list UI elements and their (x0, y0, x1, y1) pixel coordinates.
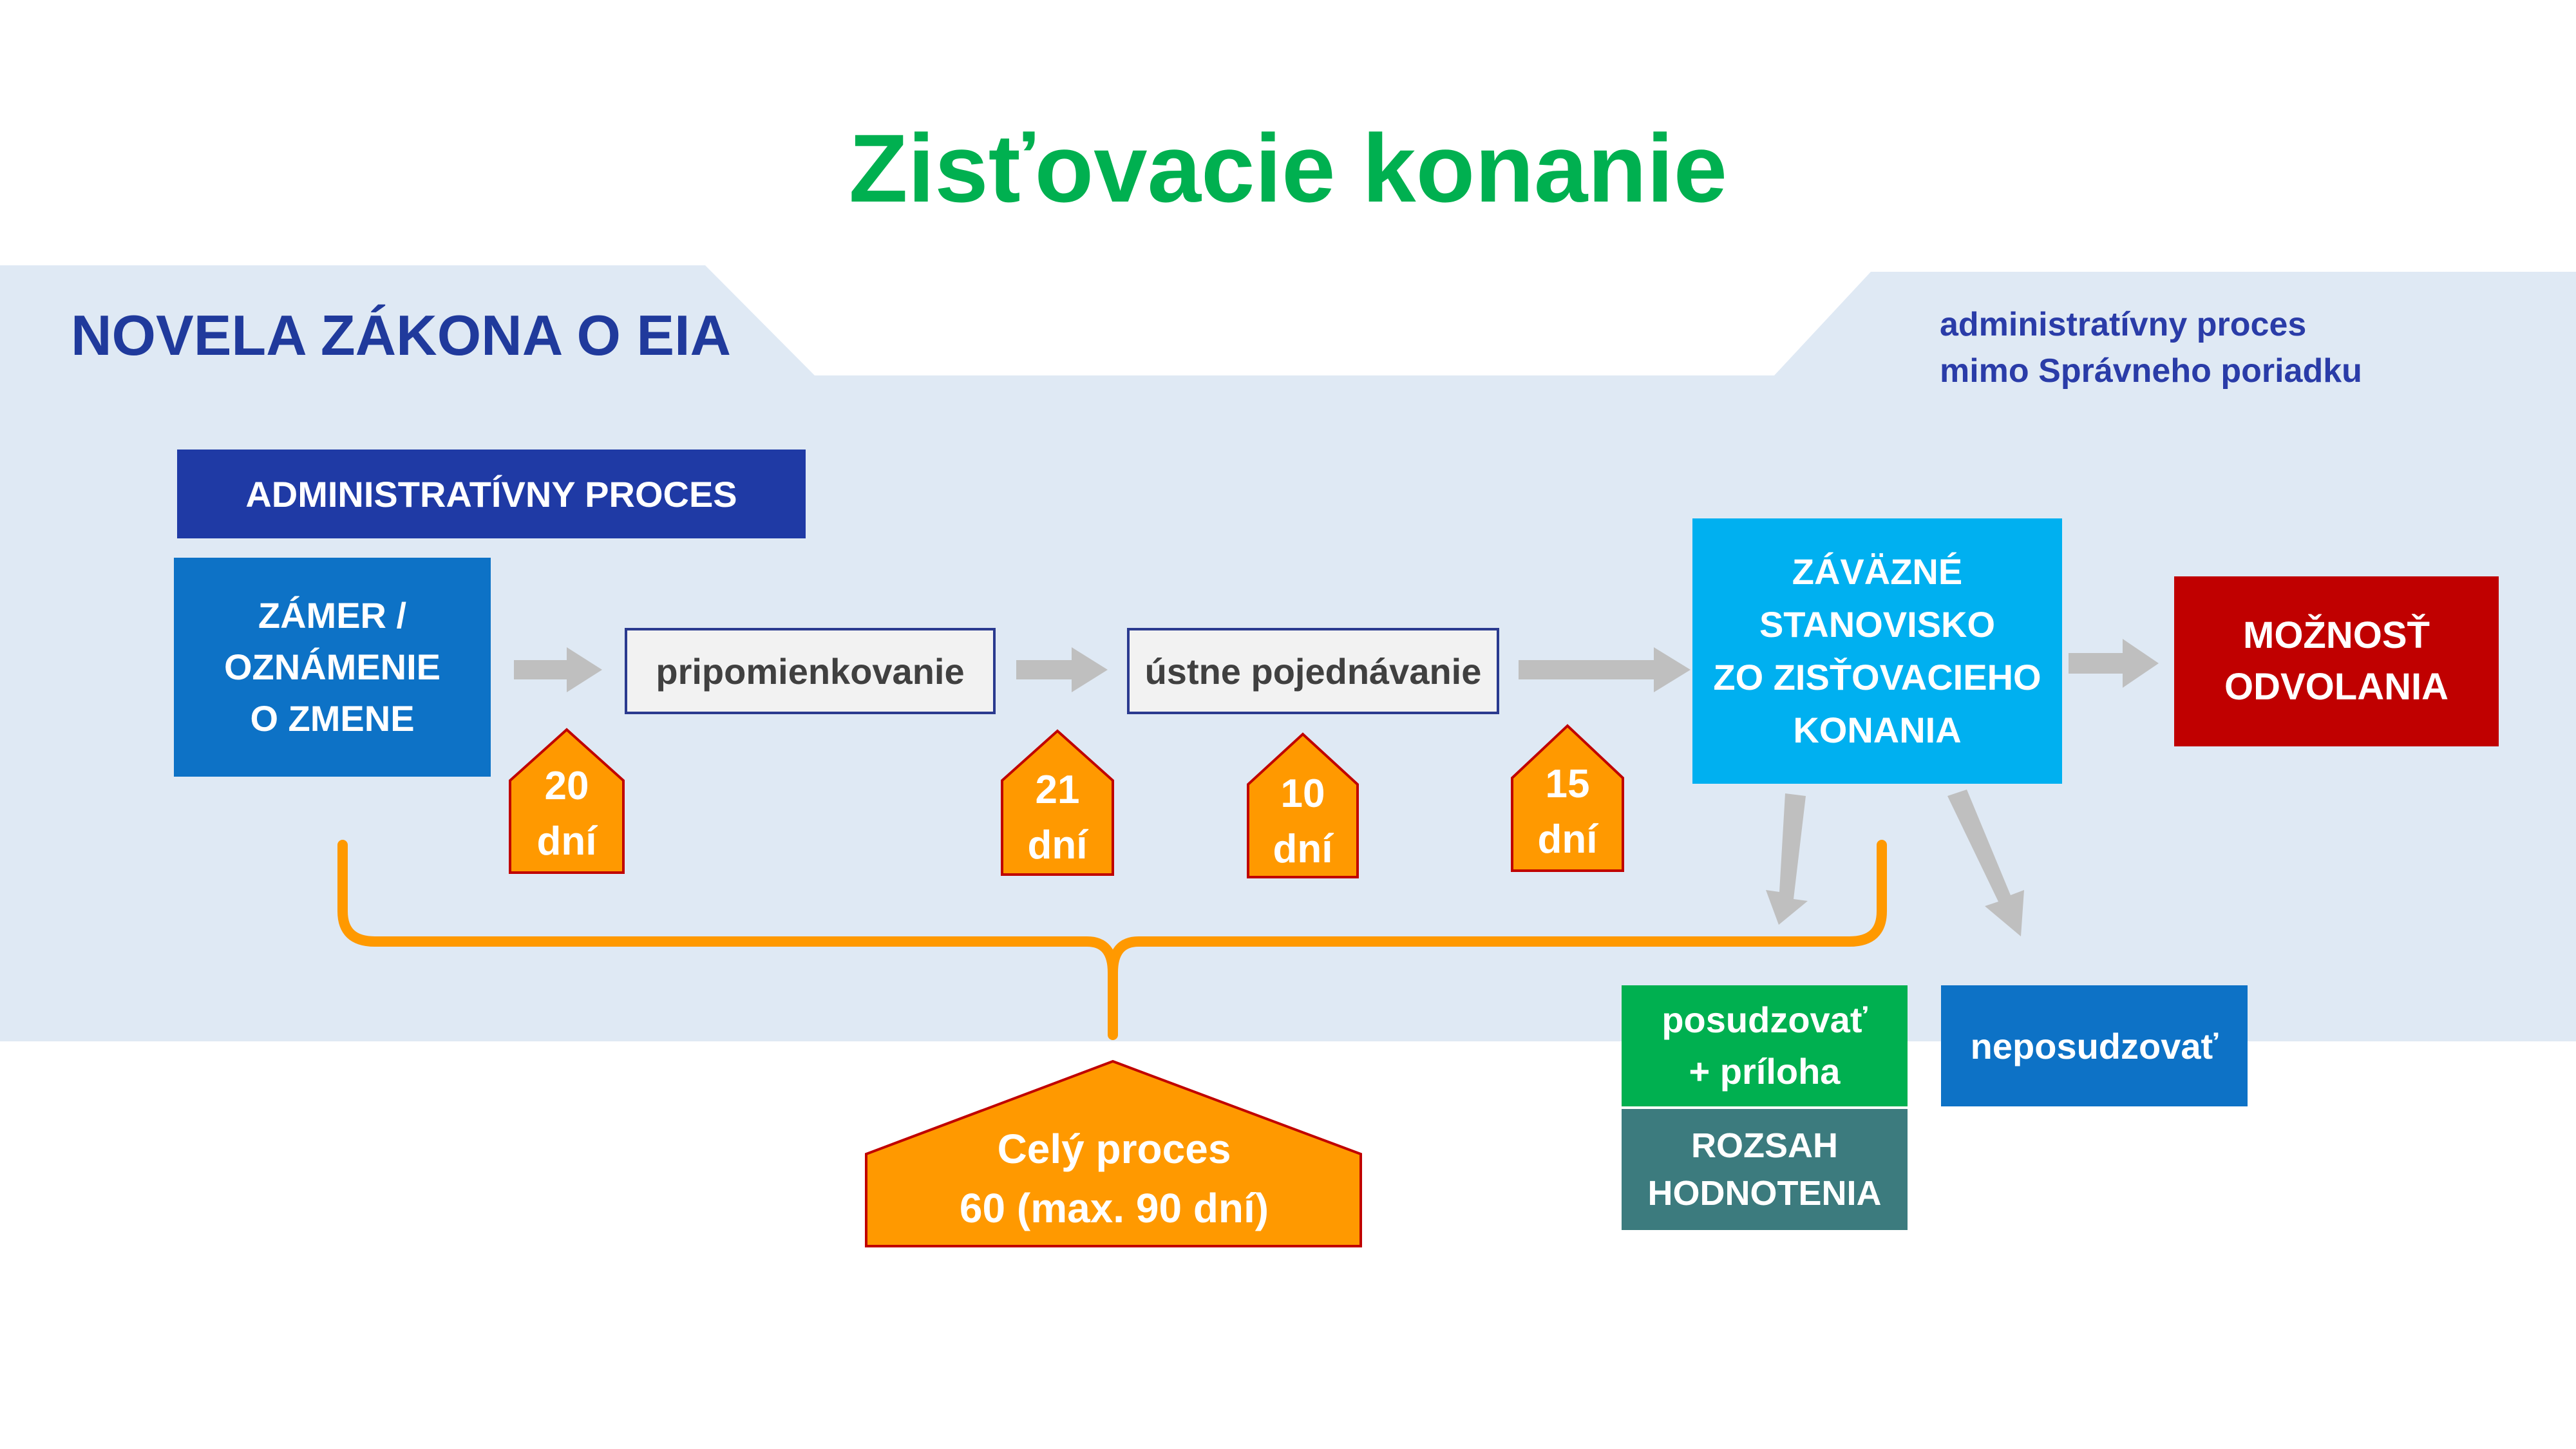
orange-brace (337, 840, 1887, 1040)
day-badge-shape (1001, 729, 1114, 876)
day-badge-shape (1247, 732, 1359, 878)
whole-process-shape (865, 1059, 1362, 1247)
duration-label: 20 dní (536, 764, 597, 864)
outcome-rozsah-hodnotenia: ROZSAH HODNOTENIA (1622, 1109, 1908, 1230)
arrow-right-icon (2069, 639, 2159, 688)
process-note: administratívny proces mimo Správneho po… (1940, 306, 2362, 390)
arrow-right-icon (514, 647, 602, 692)
admin-process-header: ADMINISTRATÍVNY PROCES (177, 450, 806, 538)
arrow-down-right-icon (1947, 790, 2024, 936)
step-zavazne-stanovisko: ZÁVÄZNÉ STANOVISKO ZO ZISŤOVACIEHO KONAN… (1692, 518, 2062, 784)
outcome-posudzovat: posudzovať + príloha (1622, 985, 1908, 1106)
day-badge-shape (509, 728, 625, 874)
step-pripomienkovanie: pripomienkovanie (625, 628, 996, 714)
step-ustne-pojednavanie: ústne pojednávanie (1127, 628, 1499, 714)
arrow-down-left-icon (1766, 793, 1808, 925)
step-moznost-odvolania: MOŽNOSŤ ODVOLANIA (2174, 576, 2499, 746)
day-badge-shape (1511, 724, 1624, 872)
arrow-right-icon (1016, 647, 1108, 692)
duration-label: 10 dní (1273, 772, 1333, 871)
duration-label: 15 dní (1537, 762, 1598, 862)
step-zamer: ZÁMER / OZNÁMENIE O ZMENE (174, 558, 491, 777)
arrow-right-icon (1519, 647, 1690, 692)
whole-process-label: Celý proces 60 (max. 90 dní) (959, 1126, 1269, 1231)
duration-label: 21 dní (1027, 768, 1088, 867)
section-title: NOVELA ZÁKONA O EIA (71, 303, 732, 367)
page-title: Zisťovacie konanie (848, 114, 1728, 222)
outcome-neposudzovat: neposudzovať (1941, 985, 2248, 1106)
